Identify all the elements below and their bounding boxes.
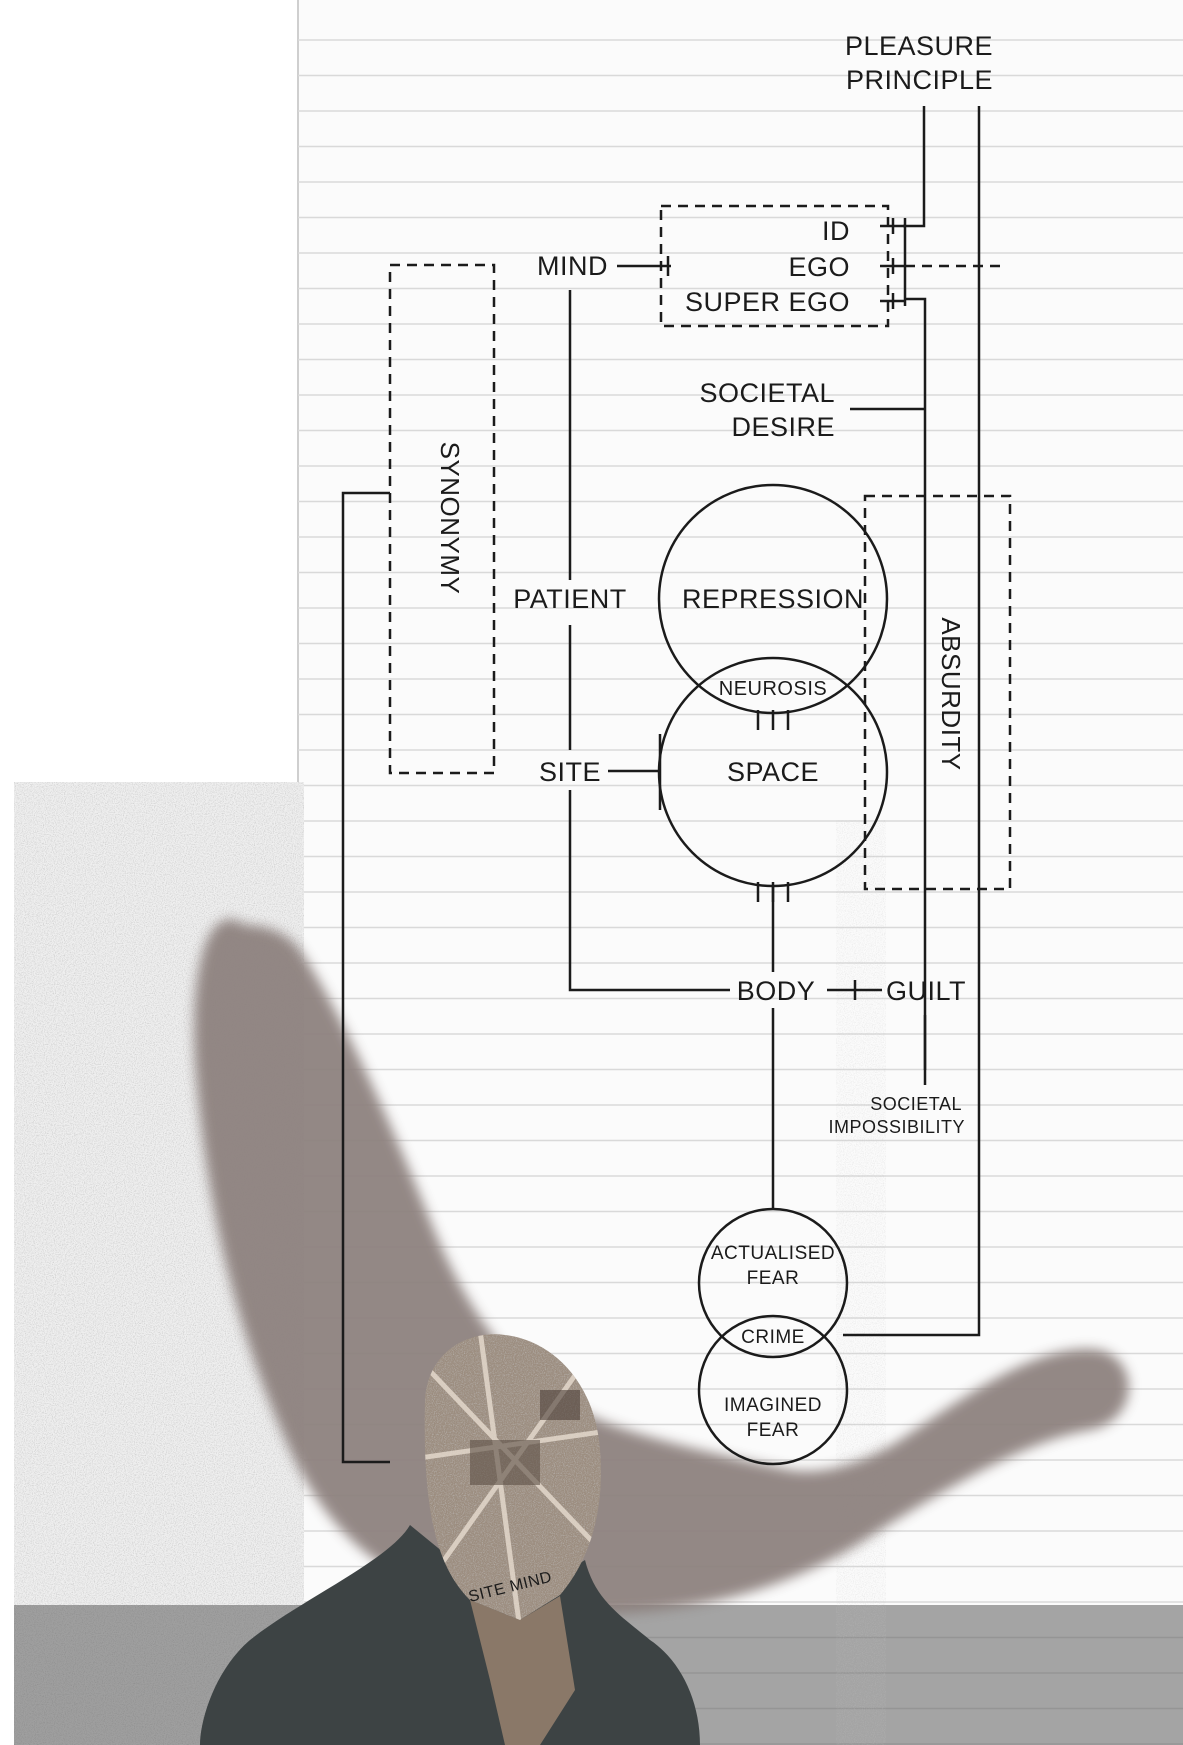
societal-impossibility-label-1: SOCIETAL bbox=[870, 1094, 962, 1114]
societal-impossibility-label-2: IMPOSSIBILITY bbox=[828, 1117, 965, 1137]
mind-label: MIND bbox=[537, 251, 608, 281]
pleasure-label-2: PRINCIPLE bbox=[846, 65, 993, 95]
guilt-label: GUILT bbox=[886, 976, 966, 1006]
societal-desire-label-1: SOCIETAL bbox=[699, 378, 835, 408]
pleasure-id-link bbox=[903, 106, 926, 228]
pleasure-label-1: PLEASURE bbox=[845, 31, 993, 61]
synonymy-label: SYNONYMY bbox=[435, 442, 465, 595]
absurdity-label: ABSURDITY bbox=[936, 617, 966, 770]
connector-lines bbox=[341, 106, 981, 1464]
patient-label: PATIENT bbox=[513, 584, 627, 614]
super-ego-label: SUPER EGO bbox=[685, 287, 850, 317]
absurdity-box bbox=[863, 494, 1012, 891]
site-body-line bbox=[568, 790, 730, 992]
imagined-fear-label-2: FEAR bbox=[747, 1420, 800, 1441]
actualised-fear-circle bbox=[697, 1207, 849, 1359]
space-label: SPACE bbox=[727, 757, 819, 787]
repression-circle bbox=[657, 483, 889, 715]
neurosis-label: NEUROSIS bbox=[719, 678, 827, 700]
site-label: SITE bbox=[539, 757, 601, 787]
societal-desire-label-2: DESIRE bbox=[731, 412, 835, 442]
body-label: BODY bbox=[737, 976, 816, 1006]
ego-label: EGO bbox=[788, 252, 850, 282]
psyche-box bbox=[659, 204, 890, 328]
diagram-labels: PLEASURE PRINCIPLE ID EGO SUPER EGO MIND… bbox=[435, 31, 993, 1441]
imagined-fear-label-1: IMAGINED bbox=[724, 1395, 822, 1416]
actualised-fear-label-2: FEAR bbox=[747, 1268, 800, 1289]
synonymy-bracket bbox=[341, 491, 390, 1464]
synonymy-box bbox=[388, 263, 496, 775]
super-ego-guilt-link bbox=[905, 297, 927, 1070]
figure-head-map bbox=[424, 1334, 601, 1620]
crime-label: CRIME bbox=[741, 1327, 805, 1348]
imagined-fear-circle bbox=[697, 1314, 849, 1466]
figure-shirt bbox=[470, 1596, 575, 1745]
space-circle bbox=[657, 656, 889, 888]
ruled-lines bbox=[298, 39, 1183, 1745]
pleasure-crime-link bbox=[843, 106, 981, 1337]
repression-label: REPRESSION bbox=[682, 584, 864, 614]
concrete-streak bbox=[836, 820, 886, 1745]
id-label: ID bbox=[822, 216, 850, 246]
actualised-fear-label-1: ACTUALISED bbox=[711, 1243, 835, 1264]
